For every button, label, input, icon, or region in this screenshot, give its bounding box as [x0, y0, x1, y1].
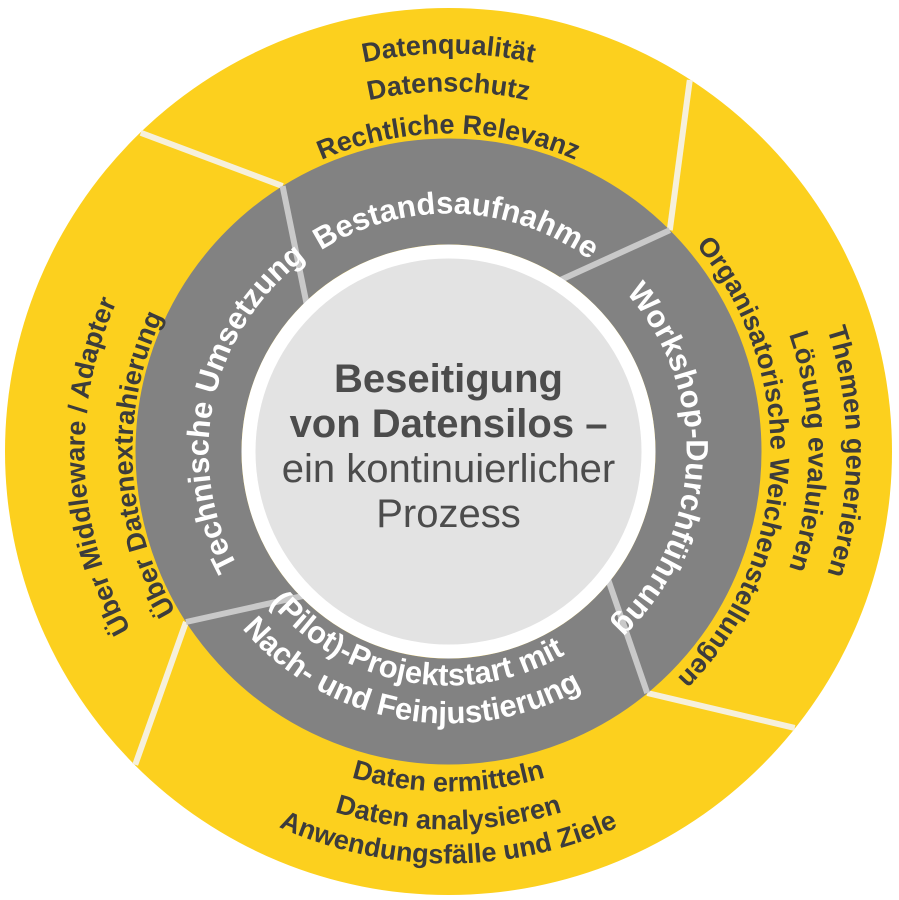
center-title-line4: Prozess — [376, 492, 521, 536]
center-title-line1: Beseitigung — [334, 357, 563, 401]
center-title: Beseitigung von Datensilos – ein kontinu… — [282, 357, 616, 536]
outer-ring-dividers — [132, 79, 796, 766]
center-title-line2: von Datensilos – — [290, 402, 608, 446]
ring-divider-top-right — [558, 227, 672, 284]
center-circle — [255, 258, 642, 645]
ring-divider-top-left — [279, 185, 310, 306]
outer-divider-bottom-right — [646, 690, 796, 731]
outer-divider-top-right — [666, 79, 693, 231]
inner-gray-ring — [135, 138, 762, 765]
ring-divider-bottom-left — [185, 592, 305, 625]
outer-divider-bottom-left — [132, 620, 189, 766]
inner-ring-dividers — [185, 185, 672, 694]
outer-divider-top-left — [139, 129, 284, 189]
ring-divider-bottom-right — [605, 577, 651, 694]
center-title-line3: ein kontinuierlicher — [282, 447, 616, 491]
